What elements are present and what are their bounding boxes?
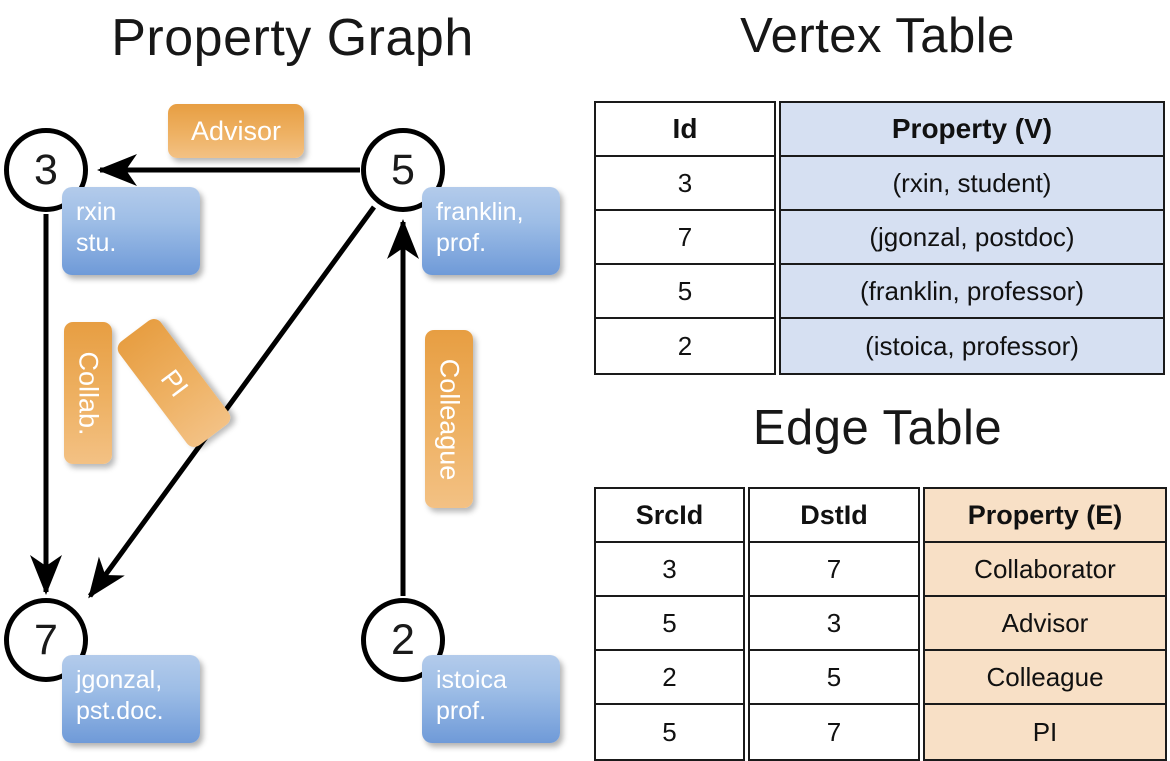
node-property-franklin-line1: franklin,	[436, 198, 524, 226]
node-property-franklin-line2: prof.	[436, 228, 487, 257]
edge-table-row-dstid: 3	[750, 597, 918, 651]
edge-table-row-dstid: 7	[826, 716, 842, 747]
edge-table-header-dstid: DstId	[750, 489, 918, 543]
page-title-property-graph: Property Graph	[111, 9, 474, 67]
node-property-callout-franklin: franklin, prof.	[422, 187, 560, 275]
edge-label-collab: Collab.	[64, 322, 112, 464]
vertex-table-row-id: 7	[596, 211, 774, 265]
edge-table-row-property: PI	[1032, 716, 1058, 747]
property-graph-diagram: 3 5 7 2 rxin stu. franklin, prof. jgonza…	[0, 0, 585, 760]
node-property-jgonzal-line1: jgonzal,	[76, 666, 163, 694]
vertex-table-row-id: 3	[596, 157, 774, 211]
node-property-callout-istoica: istoica prof.	[422, 655, 560, 743]
edge-table-header-property: Property (E)	[925, 489, 1165, 543]
edge-label-colleague-text: Colleague	[434, 358, 465, 480]
edge-label-pi-text: PI	[154, 363, 195, 402]
graph-node-5[interactable]: 5	[361, 128, 445, 212]
edge-table-row-srcid: 2	[596, 651, 743, 705]
edge-table-row-property: Advisor	[925, 597, 1165, 651]
vertex-table-header-id: Id	[596, 103, 774, 157]
node-property-rxin-line1: rxin	[76, 198, 117, 226]
graph-node-2-label: 2	[391, 615, 415, 664]
edge-label-advisor-text: Advisor	[190, 115, 282, 146]
edge-label-colleague: Colleague	[425, 330, 473, 508]
node-property-istoica-line1: istoica	[436, 666, 507, 694]
graph-node-3-label: 3	[34, 145, 58, 194]
edge-arrow-pi	[87, 205, 377, 599]
edge-table-row-srcid: 5	[662, 716, 677, 747]
node-property-callout-rxin: rxin stu.	[62, 187, 200, 275]
node-property-jgonzal-line2: pst.doc.	[76, 696, 164, 725]
edge-table-row-dstid: 5	[750, 651, 918, 705]
page-title-vertex-table: Vertex Table	[740, 9, 1015, 63]
graph-node-2[interactable]: 2	[361, 598, 445, 682]
vertex-table-row-id: 2	[677, 330, 693, 361]
vertex-table-row-property: (jgonzal, postdoc)	[781, 211, 1163, 265]
edge-table-row-property: Collaborator	[925, 543, 1165, 597]
graph-node-5-label: 5	[391, 145, 415, 194]
node-property-istoica-line2: prof.	[436, 696, 487, 725]
edge-table-property-column: Property (E) Collaborator Advisor Collea…	[923, 487, 1167, 761]
edge-table-header-srcid: SrcId	[596, 489, 743, 543]
page-title-edge-table: Edge Table	[752, 401, 1003, 455]
vertex-table: Id 3 7 5 2 Property (V) (rxin, student) …	[594, 101, 1165, 375]
edge-label-advisor: Advisor	[168, 104, 304, 158]
vertex-table-row-property: (rxin, student)	[781, 157, 1163, 211]
graph-node-7-label: 7	[34, 615, 58, 664]
edge-table-row-srcid: 3	[596, 543, 743, 597]
vertex-table-header-property: Property (V)	[781, 103, 1163, 157]
vertex-table-row-property: (franklin, professor)	[781, 265, 1163, 319]
vertex-table-row-property: (istoica, professor)	[865, 330, 1079, 361]
graph-edge-arrows	[30, 154, 419, 599]
edge-table-dstid-column: DstId 7 3 5 7	[748, 487, 920, 761]
edge-table: SrcId 3 5 2 5 DstId 7 3 5 7 Property (E)…	[594, 487, 1167, 761]
edge-table-row-dstid: 7	[750, 543, 918, 597]
edge-label-collab-text: Collab.	[73, 350, 104, 436]
node-property-callout-jgonzal: jgonzal, pst.doc.	[62, 655, 200, 743]
node-property-rxin-line2: stu.	[76, 228, 117, 257]
edge-table-row-srcid: 5	[596, 597, 743, 651]
edge-table-srcid-column: SrcId 3 5 2 5	[594, 487, 745, 761]
edge-table-row-property: Colleague	[925, 651, 1165, 705]
vertex-table-property-column: Property (V) (rxin, student) (jgonzal, p…	[779, 101, 1165, 375]
vertex-table-row-id: 5	[596, 265, 774, 319]
vertex-table-id-column: Id 3 7 5 2	[594, 101, 776, 375]
